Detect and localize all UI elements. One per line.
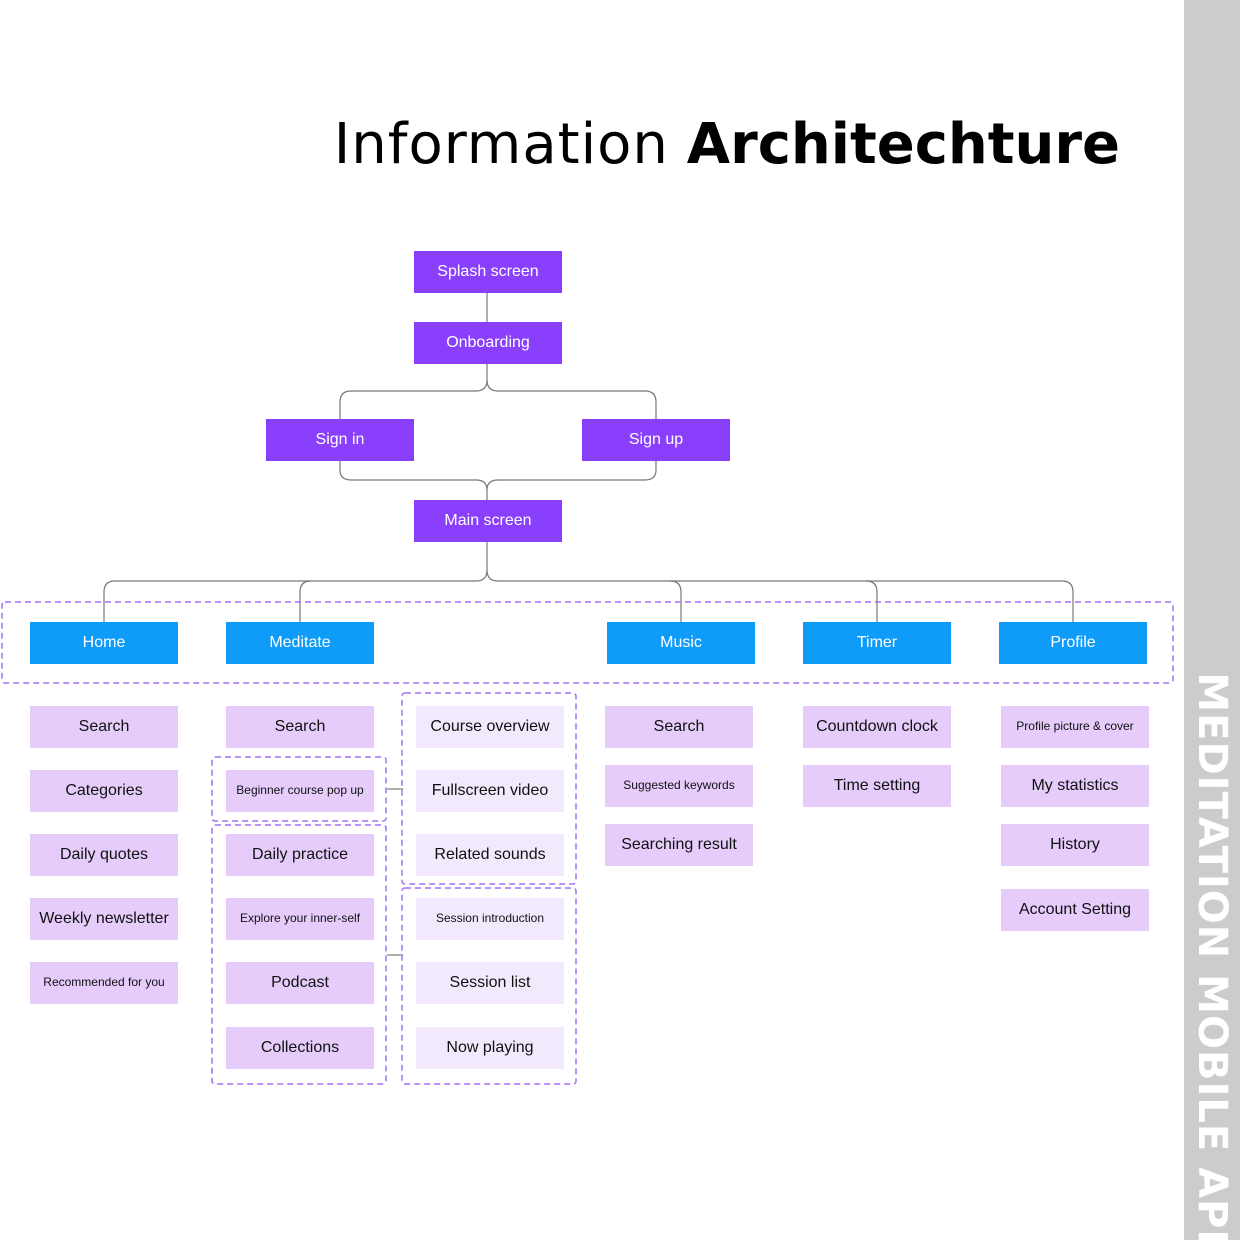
profile-item-history: History — [1001, 824, 1149, 866]
course-item-overview: Course overview — [416, 706, 564, 748]
profile-item-picture-cover: Profile picture & cover — [1001, 706, 1149, 748]
meditate-item-explore: Explore your inner-self — [226, 898, 374, 940]
home-item-daily-quotes: Daily quotes — [30, 834, 178, 876]
onboarding-node: Onboarding — [414, 322, 562, 364]
music-item-suggested-keywords: Suggested keywords — [605, 765, 753, 807]
title-bold: Architechture — [686, 112, 1120, 177]
tabs-group-border — [1, 601, 1174, 684]
splash-screen-node: Splash screen — [414, 251, 562, 293]
session-group-border — [401, 887, 577, 1085]
session-item-list: Session list — [416, 962, 564, 1004]
course-group-border — [401, 692, 577, 885]
session-item-now-playing: Now playing — [416, 1027, 564, 1069]
session-item-introduction: Session introduction — [416, 898, 564, 940]
sign-up-node: Sign up — [582, 419, 730, 461]
practice-group-border — [211, 824, 387, 1085]
beginner-group-border — [211, 756, 387, 822]
main-screen-node: Main screen — [414, 500, 562, 542]
profile-item-account-setting: Account Setting — [1001, 889, 1149, 931]
timer-item-countdown-clock: Countdown clock — [803, 706, 951, 748]
meditate-item-search: Search — [226, 706, 374, 748]
meditate-item-beginner-popup: Beginner course pop up — [226, 770, 374, 812]
title-light: Information — [333, 112, 669, 177]
tab-timer: Timer — [803, 622, 951, 664]
tab-profile: Profile — [999, 622, 1147, 664]
home-item-categories: Categories — [30, 770, 178, 812]
music-item-searching-result: Searching result — [605, 824, 753, 866]
tab-music: Music — [607, 622, 755, 664]
home-item-recommended: Recommended for you — [30, 962, 178, 1004]
meditate-item-podcast: Podcast — [226, 962, 374, 1004]
sign-in-node: Sign in — [266, 419, 414, 461]
home-item-weekly-newsletter: Weekly newsletter — [30, 898, 178, 940]
course-item-related-sounds: Related sounds — [416, 834, 564, 876]
course-item-fullscreen-video: Fullscreen video — [416, 770, 564, 812]
tab-meditate: Meditate — [226, 622, 374, 664]
home-item-search: Search — [30, 706, 178, 748]
tab-home: Home — [30, 622, 178, 664]
music-item-search: Search — [605, 706, 753, 748]
meditate-item-collections: Collections — [226, 1027, 374, 1069]
meditate-item-daily-practice: Daily practice — [226, 834, 374, 876]
timer-item-time-setting: Time setting — [803, 765, 951, 807]
profile-item-my-statistics: My statistics — [1001, 765, 1149, 807]
side-banner — [1184, 0, 1240, 1240]
page-title: Information Architechture — [334, 112, 1120, 177]
